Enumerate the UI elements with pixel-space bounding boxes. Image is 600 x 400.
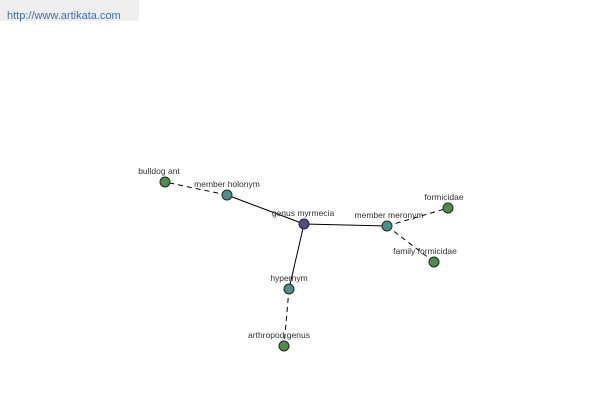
label-center[interactable]: genus myrmecia xyxy=(272,208,335,218)
edge-rel-holonym-to-leaf-bulldog xyxy=(164,181,228,196)
node-leaf-bulldog[interactable] xyxy=(159,176,171,188)
node-center[interactable] xyxy=(298,218,310,230)
node-rel-hypernym[interactable] xyxy=(283,283,295,295)
label-leaf-arthropod[interactable]: arthropod genus xyxy=(248,330,310,340)
label-leaf-family[interactable]: family formicidae xyxy=(393,246,457,256)
edge-center-to-rel-hypernym xyxy=(288,223,305,290)
label-leaf-bulldog[interactable]: bulldog ant xyxy=(138,166,180,176)
edge-rel-hypernym-to-leaf-arthropod xyxy=(283,288,290,347)
node-leaf-family[interactable] xyxy=(428,256,440,268)
node-rel-meronym[interactable] xyxy=(381,220,393,232)
labels-layer: genus myrmecia member holonym member meron… xyxy=(138,166,464,340)
label-rel-holonym[interactable]: member holonym xyxy=(194,179,260,189)
node-rel-holonym[interactable] xyxy=(221,189,233,201)
node-leaf-formicidae[interactable] xyxy=(442,202,454,214)
label-rel-meronym[interactable]: member meronym xyxy=(355,210,424,220)
edge-rel-meronym-to-leaf-family xyxy=(386,225,435,263)
label-rel-hypernym[interactable]: hypernym xyxy=(270,273,307,283)
nodes-layer xyxy=(159,176,454,352)
edge-rel-meronym-to-leaf-formicidae xyxy=(386,207,449,227)
site-url-link[interactable]: http://www.artikata.com xyxy=(7,10,121,22)
label-leaf-formicidae[interactable]: formicidae xyxy=(424,192,463,202)
node-leaf-arthropod[interactable] xyxy=(278,340,290,352)
edge-center-to-rel-meronym xyxy=(303,223,388,227)
site-banner: http://www.artikata.com xyxy=(0,0,139,22)
edge-center-to-rel-holonym xyxy=(226,194,305,225)
edges-layer xyxy=(164,181,449,347)
